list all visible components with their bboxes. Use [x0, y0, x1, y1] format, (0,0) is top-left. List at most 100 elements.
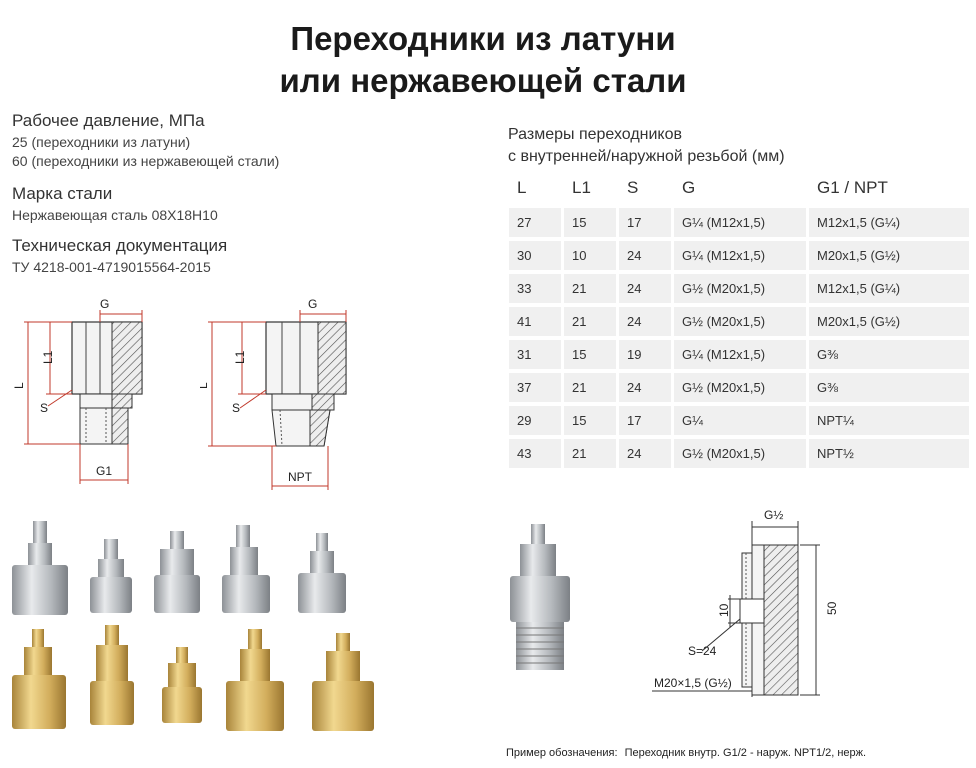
steel-adapter-large-photo: [510, 524, 570, 670]
dim-s24: S=24: [688, 644, 717, 658]
drawing-g1-adapter: L L1 S G G1: [12, 297, 143, 484]
steel-adapters-photo: [12, 521, 346, 615]
table-header-row: L L1 S G G1 / NPT: [509, 176, 969, 204]
cell: G¼: [674, 406, 806, 435]
pressure-brass: 25 (переходники из латуни): [12, 134, 191, 150]
dim-m20: M20×1,5 (G½): [654, 676, 732, 690]
cell: M12x1,5 (G¼): [809, 208, 969, 237]
cell: G⅜: [809, 340, 969, 369]
cell: G¼ (M12x1,5): [674, 208, 806, 237]
steel-adapter: [298, 533, 346, 613]
cell: 24: [619, 373, 671, 402]
cell: 29: [509, 406, 561, 435]
cell: 41: [509, 307, 561, 336]
brass-adapter: [90, 625, 134, 725]
steel-value: Нержавеющая сталь 08Х18Н10: [12, 207, 218, 223]
cell: G½ (M20x1,5): [674, 439, 806, 468]
dim-g-half: G½: [764, 508, 783, 522]
steel-adapter: [222, 525, 270, 613]
fitting-section: [71, 321, 143, 445]
cell: 15: [564, 340, 616, 369]
steel-adapter: [12, 521, 68, 615]
footnote: Пример обозначения: Переходник внутр. G1…: [506, 747, 866, 759]
dim-g: G: [308, 297, 317, 311]
cell: G⅜: [809, 373, 969, 402]
cell: 24: [619, 274, 671, 303]
dim-s: S: [232, 401, 240, 415]
fitting-section: [265, 321, 347, 447]
cell: 30: [509, 241, 561, 270]
cell: M20x1,5 (G½): [809, 241, 969, 270]
brass-adapter: [226, 629, 284, 731]
cell: 15: [564, 208, 616, 237]
cell: G½ (M20x1,5): [674, 274, 806, 303]
cell: M12x1,5 (G¼): [809, 274, 969, 303]
footnote-text: Переходник внутр. G1/2 - наруж. NPT1/2, …: [624, 747, 867, 759]
brass-adapters-photo: [12, 625, 374, 731]
cell: 21: [564, 373, 616, 402]
cell: 43: [509, 439, 561, 468]
brass-adapter: [162, 647, 202, 723]
cell: 21: [564, 307, 616, 336]
dim-g: G: [100, 297, 109, 311]
footnote-label: Пример обозначения:: [506, 747, 618, 759]
dim-l: L: [200, 382, 210, 389]
cell: 21: [564, 439, 616, 468]
cell: G¼ (M12x1,5): [674, 340, 806, 369]
cell: 37: [509, 373, 561, 402]
cell: 33: [509, 274, 561, 303]
cell: G¼ (M12x1,5): [674, 241, 806, 270]
cell: 27: [509, 208, 561, 237]
dim-l: L: [12, 382, 26, 389]
pressure-steel: 60 (переходники из нержавеющей стали): [12, 153, 280, 169]
steel-heading: Марка стали: [12, 184, 113, 203]
table-caption-line-1: Размеры переходников: [508, 126, 682, 143]
brass-adapter: [12, 629, 66, 729]
cell: 17: [619, 208, 671, 237]
pressure-heading: Рабочее давление, МПа: [12, 111, 205, 130]
cell: G½ (M20x1,5): [674, 373, 806, 402]
page-title: Переходники из латуни или нержавеющей ст…: [0, 18, 976, 102]
cell: 21: [564, 274, 616, 303]
drawing-example-adapter: G½ 10 50 S=24 M20×1,5 (G½): [652, 508, 839, 697]
steel-adapter: [90, 539, 132, 613]
cell: 31: [509, 340, 561, 369]
dim-s: S: [40, 401, 48, 415]
header-l: L: [517, 178, 527, 197]
title-line-1: Переходники из латуни: [290, 20, 676, 57]
title-line-2: или нержавеющей стали: [279, 62, 687, 99]
cell: 24: [619, 307, 671, 336]
fitting-section: [739, 544, 799, 696]
dim-l1: L1: [233, 350, 247, 364]
header-g: G: [682, 178, 696, 197]
header-g1-npt: G1 / NPT: [817, 178, 888, 197]
table-caption: Размеры переходников с внутренней/наружн…: [508, 124, 785, 168]
cell: M20x1,5 (G½): [809, 307, 969, 336]
header-l1: L1: [572, 178, 591, 197]
cell: 19: [619, 340, 671, 369]
steel-adapter: [154, 531, 200, 613]
docs-value: ТУ 4218-001-4719015564-2015: [12, 259, 211, 275]
docs-heading: Техническая документация: [12, 236, 228, 255]
dim-l1: L1: [41, 350, 55, 364]
dim-npt: NPT: [288, 470, 313, 484]
cell: 24: [619, 439, 671, 468]
drawing-npt-adapter: L L1 S G NPT: [200, 297, 347, 490]
cell: NPT¼: [809, 406, 969, 435]
cell: 24: [619, 241, 671, 270]
cell: NPT½: [809, 439, 969, 468]
dim-g1: G1: [96, 464, 112, 478]
cell: 15: [564, 406, 616, 435]
dim-50: 50: [825, 601, 839, 615]
table-caption-line-2: с внутренней/наружной резьбой (мм): [508, 148, 785, 165]
header-s: S: [627, 178, 639, 197]
